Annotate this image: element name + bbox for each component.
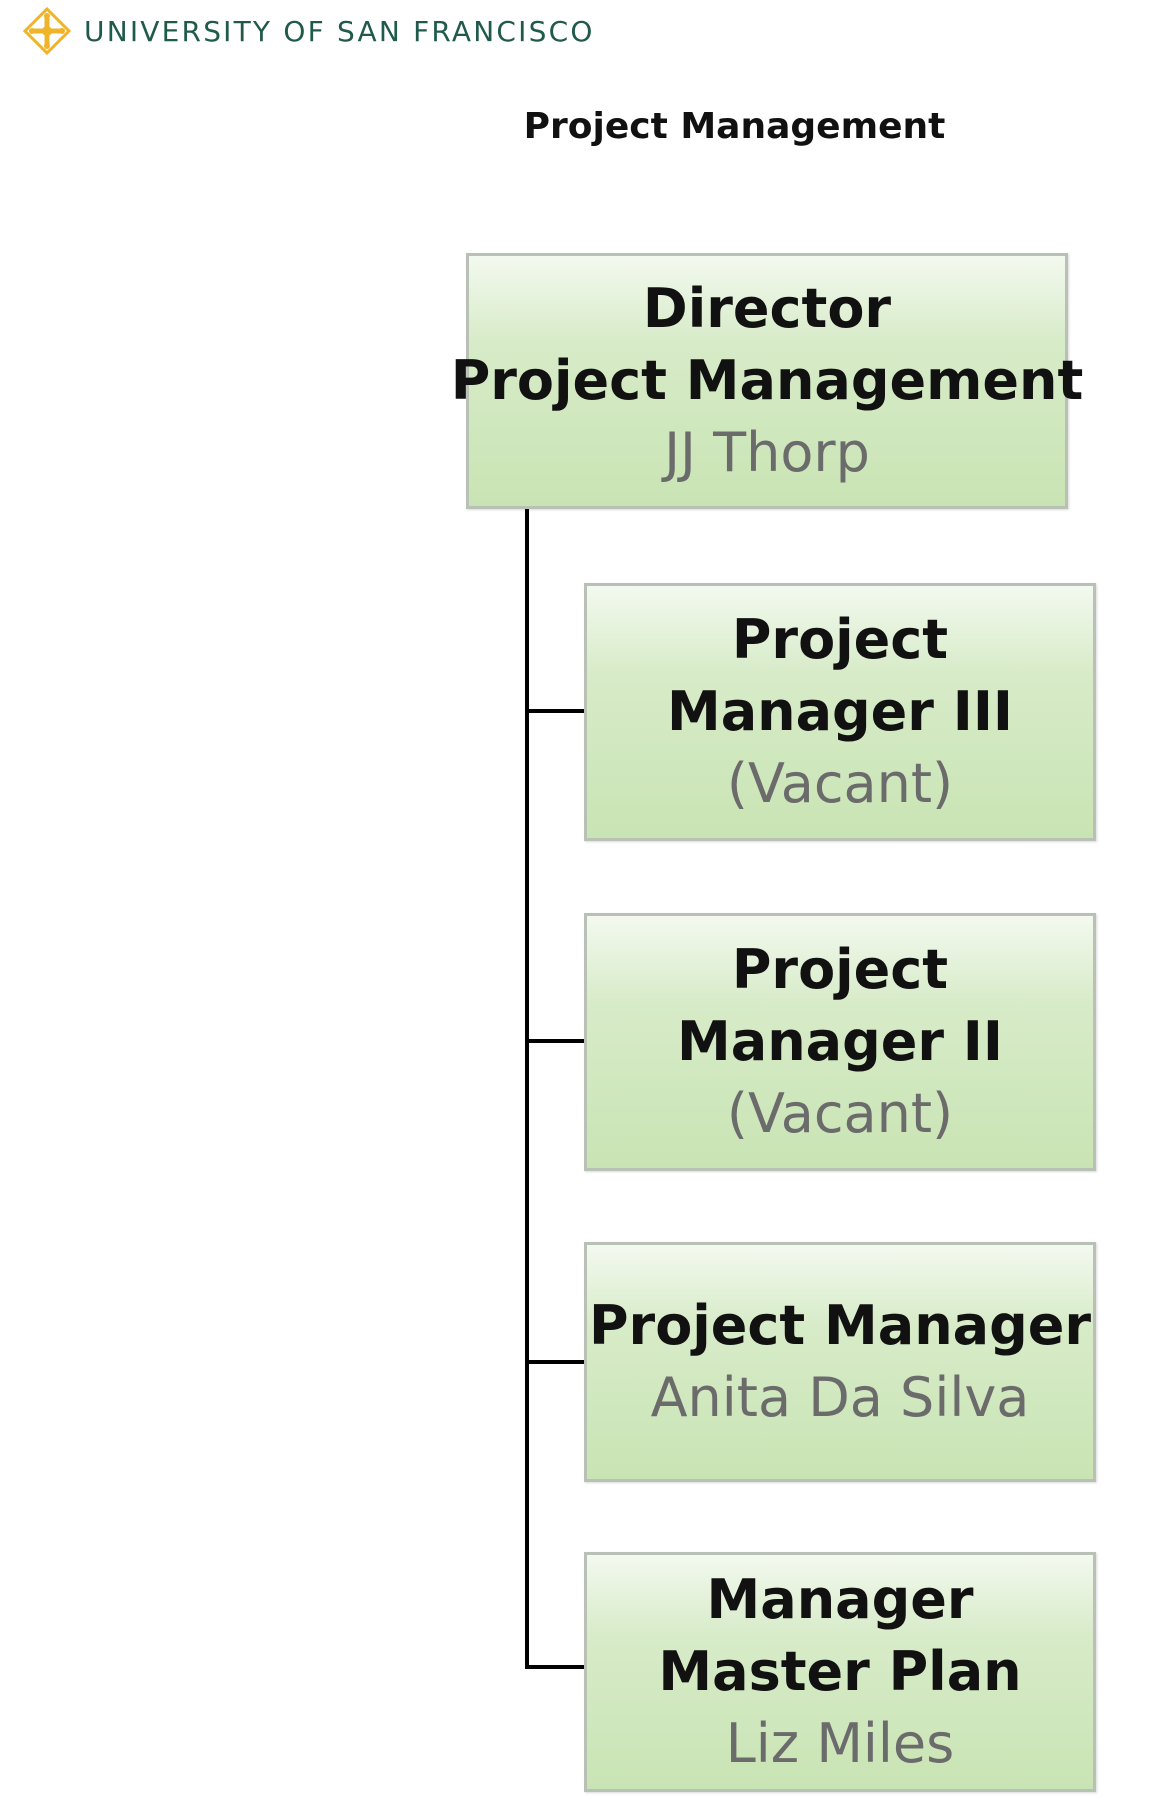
node-person-name: JJ Thorp (664, 421, 870, 484)
node-title-line: Manager II (677, 1010, 1003, 1073)
node-title-line: Project (731, 938, 949, 1001)
university-name: UNIVERSITY OF SAN FRANCISCO (84, 14, 595, 48)
usf-cross-logo-icon (22, 6, 72, 56)
node-person-name: Liz Miles (725, 1712, 955, 1775)
org-node-project-manager-ii: Project Manager II (Vacant) (584, 913, 1096, 1171)
node-person-name: Anita Da Silva (650, 1366, 1030, 1429)
node-person-name: (Vacant) (726, 752, 954, 815)
node-title-line: Director (642, 277, 892, 340)
org-node-project-manager: Project Manager Anita Da Silva (584, 1242, 1096, 1482)
node-title-line: Project Manager (588, 1294, 1092, 1357)
node-title-line: Manager (706, 1568, 974, 1631)
node-title-line: Manager III (666, 680, 1014, 743)
org-node-project-manager-iii: Project Manager III (Vacant) (584, 583, 1096, 841)
page-title: Project Management (523, 106, 946, 147)
org-node-manager-master-plan: Manager Master Plan Liz Miles (584, 1552, 1096, 1792)
node-title-line: Master Plan (658, 1640, 1022, 1703)
org-node-director: Director Project Management JJ Thorp (451, 253, 1083, 509)
university-logo: UNIVERSITY OF SAN FRANCISCO (22, 6, 595, 56)
node-title-line: Project Management (450, 349, 1084, 412)
node-title-line: Project (731, 608, 949, 671)
node-person-name: (Vacant) (726, 1082, 954, 1145)
